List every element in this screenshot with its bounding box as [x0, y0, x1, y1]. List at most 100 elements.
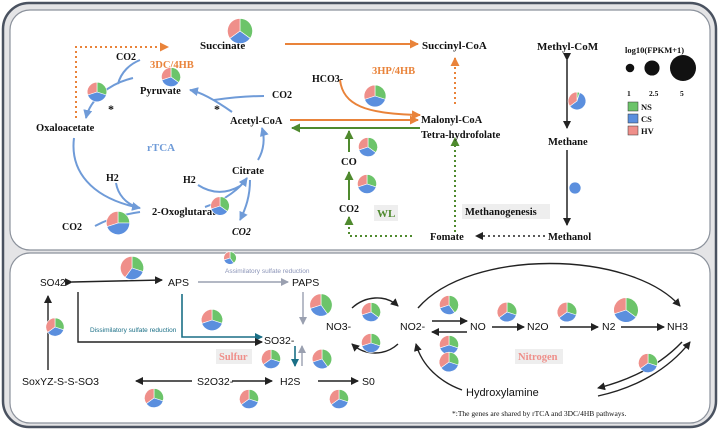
label-co: CO	[341, 157, 357, 168]
pie-n2-nh3	[613, 297, 639, 323]
arrow-h2-left	[115, 182, 137, 208]
label-pyruvate: Pyruvate	[140, 86, 181, 97]
pie-3hp4hb-cs-slice	[364, 95, 386, 108]
pathway-3hp4hb: 3HP/4HB	[372, 66, 415, 77]
star-pyruvate: *	[108, 102, 114, 116]
pie-3dc4hb-oxaloacetate	[86, 81, 108, 103]
label-soxyz: SoxYZ-S-S-SO3	[22, 376, 99, 388]
legend-size-circle-2	[669, 54, 697, 82]
pie-methyl-com	[567, 91, 587, 111]
pie-paps-so3	[309, 293, 333, 317]
pie-3dc4hb-pyruvate-hv-slice	[161, 67, 172, 81]
arrow-hydroxylamine-nh3	[597, 341, 691, 397]
label-s0: S0	[362, 376, 375, 388]
legend-size-label-1: 2.5	[649, 89, 659, 98]
pie-no2-no-top-ns-slice	[448, 295, 459, 314]
pie-hydroxylamine-no2-hv-slice	[438, 351, 450, 369]
label-methyl-com: Methyl-CoM	[537, 41, 599, 53]
nitrogen-title-box	[515, 349, 563, 364]
pie-methane-cs-slice	[569, 182, 581, 194]
pie-3dc4hb-pyruvate	[161, 67, 181, 87]
label-paps: PAPS	[292, 277, 319, 289]
label-co2-citrate: CO2	[232, 227, 251, 238]
label-no: NO	[470, 321, 486, 333]
legend-label-hv: HV	[641, 126, 655, 136]
pie-no3-bottom	[361, 333, 381, 353]
pie-no-n2o	[496, 301, 518, 323]
pie-dissim-aps	[201, 308, 223, 332]
legend-swatch-cs	[627, 113, 639, 124]
label-nh3: NH3	[667, 321, 688, 333]
pie-succinate-hv-slice	[227, 18, 241, 39]
arrow-hco3-malonyl	[339, 79, 421, 120]
label-co2-bottom-left: CO2	[62, 222, 82, 233]
label-succinyl-coa: Succinyl-CoA	[422, 40, 487, 52]
label-h2s: H2S	[280, 376, 300, 388]
legend-title: log10(FPKM+1)	[625, 45, 684, 55]
label-n2o: N2O	[527, 321, 549, 333]
pie-no-n2o-hv-slice	[496, 301, 508, 319]
legend-size-label-0: 1	[627, 89, 631, 98]
label-oxoglutarate: 2-Oxoglutarate	[152, 207, 221, 218]
legend-size-circle-1	[644, 60, 660, 76]
arrow-oxaloacetate-succinate	[75, 42, 169, 118]
pie-n2o-n2	[556, 301, 578, 323]
pie-no3-top-ns-slice	[370, 302, 381, 319]
arrow-co2-pyruvate	[117, 59, 141, 85]
pie-so3-h2s-cs-slice	[262, 358, 281, 369]
pie-citrate	[210, 196, 230, 216]
pie-s2o3-h2s-cs-slice	[240, 398, 259, 409]
pie-h2s-right-hv-slice	[311, 348, 323, 363]
arrow-aps-so3	[181, 294, 263, 341]
label-dissimilatory: Dissimilatory sulfate reduction	[90, 327, 177, 334]
pie-hydroxylamine-no2	[438, 351, 460, 373]
pie-h2s-s0-hv-slice	[329, 389, 340, 406]
pie-dissim-aps-cs-slice	[201, 319, 223, 332]
pie-no2-no-bottom	[439, 335, 459, 355]
pie-so3-h2s-hv-slice	[261, 349, 272, 366]
pie-no2-no-bottom-hv-slice	[439, 335, 450, 349]
pie-assimilatory	[223, 251, 237, 265]
legend-label-ns: NS	[641, 102, 652, 112]
pie-dissim-aps-hv-slice	[201, 308, 213, 324]
pie-s2o3-sox-hv-slice	[144, 388, 155, 405]
pie-oxoglutarate-hv-slice	[106, 211, 119, 227]
label-methane: Methane	[548, 137, 588, 148]
label-fomate: Fomate	[430, 232, 464, 243]
pie-co	[358, 137, 378, 157]
pie-co-hv-slice	[358, 137, 369, 151]
arrow-no3-no2-top	[351, 297, 399, 309]
arrow-citrate-co2	[239, 179, 251, 221]
pie-hydroxylamine-no2-cs-slice	[440, 361, 459, 373]
label-succinate: Succinate	[200, 40, 245, 52]
label-h2-mid: H2	[183, 175, 196, 186]
pie-co-ns-slice	[367, 137, 378, 154]
pie-nh3-hydroxylamine	[638, 353, 658, 373]
pie-h2s-right-ns-slice	[321, 348, 333, 368]
pie-succinate-cs-slice	[229, 30, 251, 44]
pie-co-cs-slice	[358, 146, 377, 157]
pie-methane	[569, 182, 581, 194]
carbon-panel	[9, 9, 711, 251]
pie-no3-bottom-cs-slice	[361, 342, 381, 353]
pie-3dc4hb-pyruvate-cs-slice	[161, 76, 180, 87]
label-no2: NO2-	[400, 321, 426, 333]
arrow-citrate-acetylcoa	[257, 127, 269, 161]
pie-nh3-hydroxylamine-hv-slice	[638, 353, 649, 370]
pathway-methanogenesis: Methanogenesis	[465, 207, 537, 218]
label-acetyl-coa: Acetyl-CoA	[230, 116, 283, 127]
pie-n2o-n2-hv-slice	[556, 301, 568, 319]
pie-citrate-ns-slice	[219, 196, 230, 212]
arrow-so4-down-so3	[77, 292, 263, 346]
arrow-h2-citrate	[197, 184, 241, 193]
arrow-oxaloacetate-oxoglutarate	[72, 137, 141, 211]
pie-3dc4hb-pyruvate-ns-slice	[170, 67, 181, 84]
pie-3dc4hb-oxaloacetate-hv-slice	[86, 81, 98, 96]
pie-paps-so3-hv-slice	[309, 293, 322, 309]
pie-so4-aps-hv-slice	[120, 256, 133, 278]
pie-n2o-n2-cs-slice	[558, 311, 577, 323]
label-aps: APS	[168, 277, 189, 289]
